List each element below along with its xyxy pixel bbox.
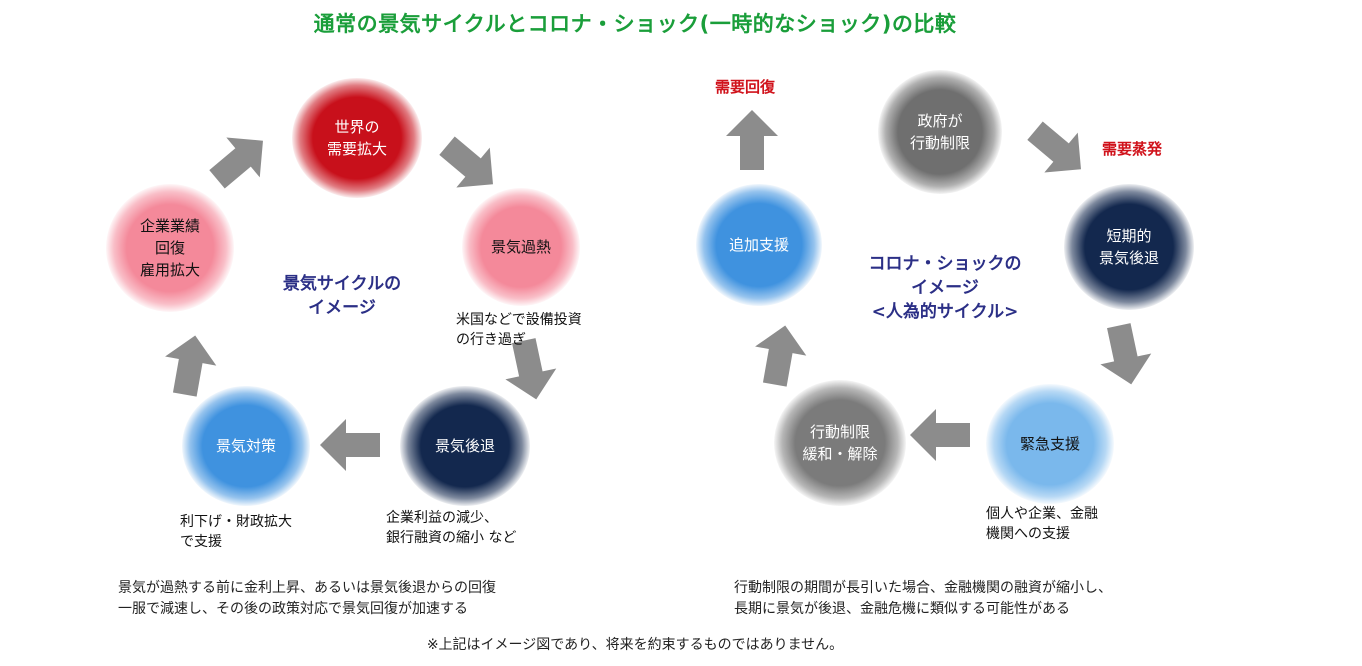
arrow-short-to-emergency [1093,320,1157,390]
arrow-additional-to-demand-recovery [726,110,778,170]
right-summary: 行動制限の期間が長引いた場合、金融機関の融資が縮小し、 長期に景気が後退、金融危… [734,580,1112,617]
arrow-recession-to-measures [320,419,380,471]
node-world-demand: 世界の 需要拡大 [292,78,422,198]
arrow-emergency-to-easing [910,409,970,461]
note-overheat: 米国などで設備投資 の行き過ぎ [456,312,582,348]
node-short-recession: 短期的 景気後退 [1064,184,1194,310]
node-easing: 行動制限 緩和・解除 [774,380,906,506]
note-measures: 利下げ・財政拡大 で支援 [180,514,292,550]
arrow-gov-to-short-recession [1018,110,1098,190]
right-center-label: コロナ・ショックの イメージ <人為的サイクル> [868,254,1022,322]
label-demand-evaporation: 需要蒸発 [1102,140,1163,158]
node-additional: 追加支援 [696,184,822,306]
node-recession: 景気後退 [400,386,530,506]
node-measures: 景気対策 [182,386,310,506]
page-title: 通常の景気サイクルとコロナ・ショック(一時的なショック)の比較 [313,12,957,36]
disclaimer: ※上記はイメージ図であり、将来を約束するものではありません。 [426,637,844,653]
node-gov-restrict: 政府が 行動制限 [878,70,1002,194]
node-recovery: 企業業績 回復 雇用拡大 [106,184,234,312]
label-demand-recovery: 需要回復 [715,78,776,96]
node-emergency: 緊急支援 [986,384,1114,504]
left-center-label: 景気サイクルの イメージ [282,274,402,318]
note-recession: 企業利益の減少、 銀行融資の縮小 など [386,510,517,546]
node-overheat: 景気過熱 [462,188,580,306]
arrow-easing-to-additional [749,320,811,390]
arrow-measures-to-recovery [159,330,221,400]
arrow-recovery-to-world [200,120,280,200]
note-emergency: 個人や企業、金融 機関への支援 [986,506,1098,542]
left-summary: 景気が過熱する前に金利上昇、あるいは景気後退からの回復 一服で減速し、その後の政… [118,580,496,617]
